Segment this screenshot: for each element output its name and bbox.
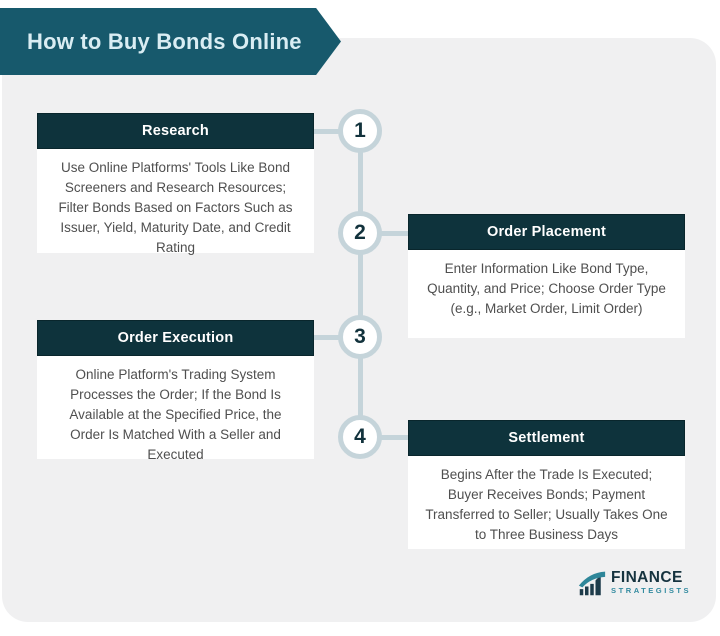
- step-number-4: 4: [354, 425, 366, 448]
- step-number-badge-3: 3: [338, 315, 382, 359]
- logo-name: FINANCE: [611, 569, 683, 586]
- title-banner: How to Buy Bonds Online: [0, 8, 341, 75]
- step-header-research: Research: [37, 113, 314, 149]
- step-header-settlement: Settlement: [408, 420, 685, 456]
- logo-subname: STRATEGISTS: [611, 586, 692, 595]
- finance-strategists-logo: FINANCE STRATEGISTS: [578, 569, 691, 597]
- step-number-badge-2: 2: [338, 211, 382, 255]
- step-title-settlement: Settlement: [508, 430, 585, 446]
- step-header-order-execution: Order Execution: [37, 320, 314, 356]
- connector-line-step-2: [381, 231, 408, 236]
- step-title-order-execution: Order Execution: [117, 330, 234, 346]
- step-description-order-execution: Online Platform's Trading System Process…: [37, 356, 314, 462]
- step-connector-vertical-line: [358, 131, 363, 437]
- step-number-2: 2: [354, 221, 366, 244]
- step-number-badge-4: 4: [338, 415, 382, 459]
- step-description-research: Use Online Platforms' Tools Like Bond Sc…: [37, 149, 314, 255]
- step-header-order-placement: Order Placement: [408, 214, 685, 250]
- step-title-research: Research: [142, 123, 209, 139]
- step-number-3: 3: [354, 325, 366, 348]
- step-description-order-placement: Enter Information Like Bond Type, Quanti…: [408, 250, 685, 338]
- step-number-1: 1: [354, 119, 366, 142]
- connector-line-step-1: [314, 129, 340, 134]
- connector-line-step-4: [381, 435, 408, 440]
- logo-text: FINANCE STRATEGISTS: [611, 569, 691, 595]
- connector-line-step-3: [314, 335, 340, 340]
- step-number-badge-1: 1: [338, 109, 382, 153]
- step-title-order-placement: Order Placement: [486, 224, 607, 240]
- finance-strategists-logo-icon: [578, 571, 606, 596]
- page-title: How to Buy Bonds Online: [27, 28, 302, 54]
- step-description-settlement: Begins After the Trade Is Executed; Buye…: [408, 456, 685, 549]
